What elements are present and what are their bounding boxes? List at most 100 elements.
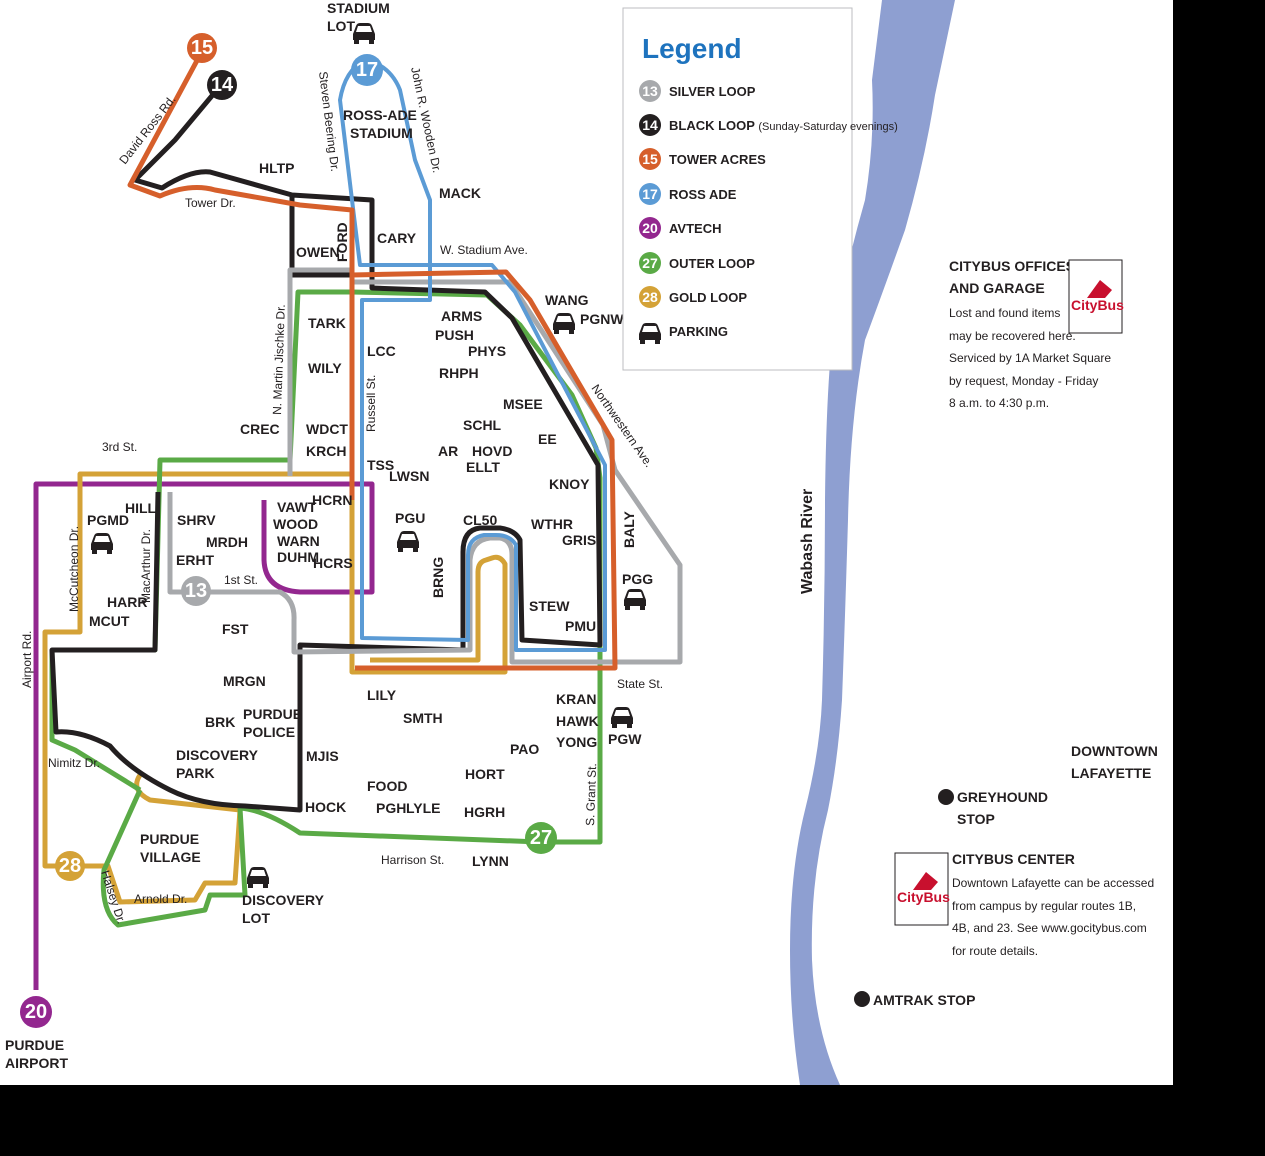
parking-icon bbox=[247, 867, 269, 888]
svg-text:PGMD: PGMD bbox=[87, 512, 129, 528]
svg-text:LAFAYETTE: LAFAYETTE bbox=[1071, 765, 1151, 781]
svg-text:PGH: PGH bbox=[376, 800, 406, 816]
svg-text:FOOD: FOOD bbox=[367, 778, 407, 794]
parking-icon bbox=[611, 707, 633, 728]
svg-text:MJIS: MJIS bbox=[306, 748, 339, 764]
svg-text:CITYBUS OFFICES: CITYBUS OFFICES bbox=[949, 258, 1075, 274]
route-20-badge[interactable]: 20 bbox=[20, 996, 52, 1028]
svg-text:DISCOVERY: DISCOVERY bbox=[242, 892, 325, 908]
svg-text:PGG: PGG bbox=[622, 571, 653, 587]
downtown-label: DOWNTOWN LAFAYETTE bbox=[1071, 743, 1158, 781]
route-15-badge[interactable]: 15 bbox=[187, 33, 217, 63]
svg-text:RHPH: RHPH bbox=[439, 365, 479, 381]
parking-icon bbox=[624, 589, 646, 610]
svg-text:PURDUE: PURDUE bbox=[5, 1037, 64, 1053]
route-15-line bbox=[127, 53, 618, 671]
svg-text:N. Martin Jischke Dr.: N. Martin Jischke Dr. bbox=[270, 304, 288, 415]
svg-text:20: 20 bbox=[25, 1001, 47, 1023]
svg-text:Serviced by 1A Market Square: Serviced by 1A Market Square bbox=[949, 351, 1111, 365]
svg-text:MSEE: MSEE bbox=[503, 396, 543, 412]
svg-text:BRNG: BRNG bbox=[430, 557, 446, 598]
svg-text:TARK: TARK bbox=[308, 315, 346, 331]
svg-text:LWSN: LWSN bbox=[389, 468, 429, 484]
svg-text:15: 15 bbox=[642, 151, 658, 167]
svg-text:ROSS ADE: ROSS ADE bbox=[669, 187, 737, 202]
svg-text:14: 14 bbox=[211, 74, 234, 96]
svg-text:13: 13 bbox=[185, 580, 207, 602]
svg-text:MRDH: MRDH bbox=[206, 534, 248, 550]
svg-text:AND GARAGE: AND GARAGE bbox=[949, 280, 1045, 296]
svg-text:WTHR: WTHR bbox=[531, 516, 573, 532]
wabash-river bbox=[790, 0, 955, 1085]
svg-text:PGNW: PGNW bbox=[580, 311, 624, 327]
svg-text:WILY: WILY bbox=[308, 360, 342, 376]
route-14-badge[interactable]: 14 bbox=[207, 70, 237, 100]
svg-text:STEW: STEW bbox=[529, 598, 570, 614]
river-label: Wabash River bbox=[799, 489, 816, 594]
svg-text:McCutcheon Dr.: McCutcheon Dr. bbox=[67, 526, 81, 612]
svg-text:4B, and 23. See www.gocitybus.: 4B, and 23. See www.gocitybus.com bbox=[952, 921, 1147, 935]
svg-text:Harrison St.: Harrison St. bbox=[381, 853, 444, 867]
svg-text:28: 28 bbox=[59, 855, 81, 877]
svg-text:KRCH: KRCH bbox=[306, 443, 346, 459]
svg-text:PGU: PGU bbox=[395, 510, 425, 526]
svg-text:GRIS: GRIS bbox=[562, 532, 596, 548]
svg-text:AVTECH: AVTECH bbox=[669, 221, 721, 236]
svg-text:Tower Dr.: Tower Dr. bbox=[185, 196, 236, 210]
legend-title: Legend bbox=[642, 33, 742, 64]
svg-text:for route details.: for route details. bbox=[952, 944, 1038, 958]
svg-text:CARY: CARY bbox=[377, 230, 417, 246]
svg-text:VAWT: VAWT bbox=[277, 499, 317, 515]
svg-text:MRGN: MRGN bbox=[223, 673, 266, 689]
parking-icon bbox=[553, 313, 575, 334]
svg-text:DISCOVERY: DISCOVERY bbox=[176, 747, 259, 763]
svg-text:BALY: BALY bbox=[621, 511, 637, 548]
svg-text:8 a.m. to 4:30 p.m.: 8 a.m. to 4:30 p.m. bbox=[949, 396, 1049, 410]
svg-text:ARMS: ARMS bbox=[441, 308, 482, 324]
svg-text:CREC: CREC bbox=[240, 421, 280, 437]
svg-text:PUSH: PUSH bbox=[435, 327, 474, 343]
map-canvas: 15 14 17 13 27 28 20 STADIUM LOT ROSS-AD… bbox=[5, 0, 1158, 1085]
svg-text:TOWER ACRES: TOWER ACRES bbox=[669, 152, 766, 167]
route-17-line bbox=[338, 58, 607, 652]
stop-dot-icon bbox=[938, 789, 954, 805]
svg-text:Steven Beering Dr.: Steven Beering Dr. bbox=[316, 71, 342, 173]
svg-text:HILL: HILL bbox=[125, 500, 157, 516]
svg-text:14: 14 bbox=[642, 117, 658, 133]
svg-text:PMU: PMU bbox=[565, 618, 596, 634]
svg-text:AMTRAK STOP: AMTRAK STOP bbox=[873, 992, 975, 1008]
svg-text:WARN: WARN bbox=[277, 533, 320, 549]
citybus-logo: CityBus bbox=[1068, 259, 1124, 334]
svg-text:Russell St.: Russell St. bbox=[364, 375, 378, 432]
route-17-badge[interactable]: 17 bbox=[351, 54, 383, 86]
svg-text:MCUT: MCUT bbox=[89, 613, 130, 629]
svg-text:YONG: YONG bbox=[556, 734, 597, 750]
citybus-offices-info: CITYBUS OFFICES AND GARAGE Lost and foun… bbox=[949, 258, 1124, 410]
svg-text:LCC: LCC bbox=[367, 343, 396, 359]
route-27-badge[interactable]: 27 bbox=[525, 822, 557, 854]
svg-text:HGRH: HGRH bbox=[464, 804, 505, 820]
svg-text:CITYBUS CENTER: CITYBUS CENTER bbox=[952, 851, 1075, 867]
campus-bus-map: 15 14 17 13 27 28 20 STADIUM LOT ROSS-AD… bbox=[0, 0, 1173, 1085]
svg-text:KNOY: KNOY bbox=[549, 476, 590, 492]
svg-text:BRK: BRK bbox=[205, 714, 235, 730]
route-13-badge[interactable]: 13 bbox=[181, 576, 211, 606]
svg-text:S. Grant St.: S. Grant St. bbox=[583, 763, 599, 826]
svg-text:HLTP: HLTP bbox=[259, 160, 295, 176]
svg-text:BLACK LOOP (Sunday-Saturday ev: BLACK LOOP (Sunday-Saturday evenings) bbox=[669, 118, 898, 133]
stop-dot-icon bbox=[854, 991, 870, 1007]
route-28-badge[interactable]: 28 bbox=[55, 851, 85, 881]
svg-text:DUHM: DUHM bbox=[277, 549, 319, 565]
svg-text:Nimitz Dr.: Nimitz Dr. bbox=[48, 756, 100, 770]
svg-text:FST: FST bbox=[222, 621, 249, 637]
svg-text:VILLAGE: VILLAGE bbox=[140, 849, 201, 865]
citybus-center-info: CityBus CITYBUS CENTER Downtown Lafayett… bbox=[894, 851, 1154, 958]
svg-text:HORT: HORT bbox=[465, 766, 505, 782]
parking-icon bbox=[91, 533, 113, 554]
parking-icon bbox=[397, 531, 419, 552]
svg-text:WANG: WANG bbox=[545, 292, 589, 308]
